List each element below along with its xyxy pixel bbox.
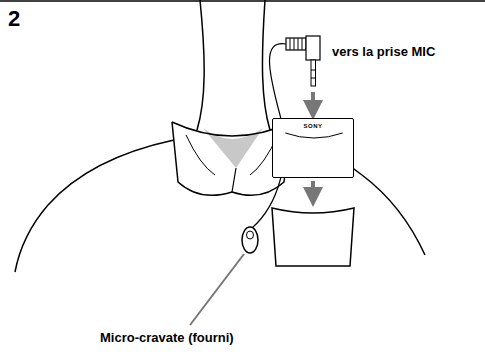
part-label: vers la prise MIC xyxy=(332,44,435,59)
device-detail xyxy=(273,129,355,149)
shoulder xyxy=(15,140,174,272)
collar-fold xyxy=(186,135,215,175)
recorder-body: SONY xyxy=(272,118,354,178)
neck-line xyxy=(197,0,204,130)
arrow xyxy=(311,92,315,110)
pocket xyxy=(272,208,354,266)
plug-ring xyxy=(311,70,316,71)
plug-ring xyxy=(311,78,316,79)
top-rule xyxy=(0,0,485,2)
device-detail xyxy=(285,133,342,138)
mic-head xyxy=(247,231,254,239)
step-number: 2 xyxy=(8,6,20,32)
collar xyxy=(232,168,236,192)
plug-pin xyxy=(311,60,316,86)
neck-line xyxy=(262,0,270,130)
plug-body xyxy=(306,36,320,60)
arrow xyxy=(311,181,315,197)
leader-line xyxy=(190,254,244,325)
plug-grip xyxy=(286,38,306,50)
brand-text: SONY xyxy=(273,119,353,129)
lavalier-mic xyxy=(242,227,258,253)
plug-grip-ridges xyxy=(290,38,302,50)
part-label: Micro-cravate (fourni) xyxy=(100,330,234,345)
